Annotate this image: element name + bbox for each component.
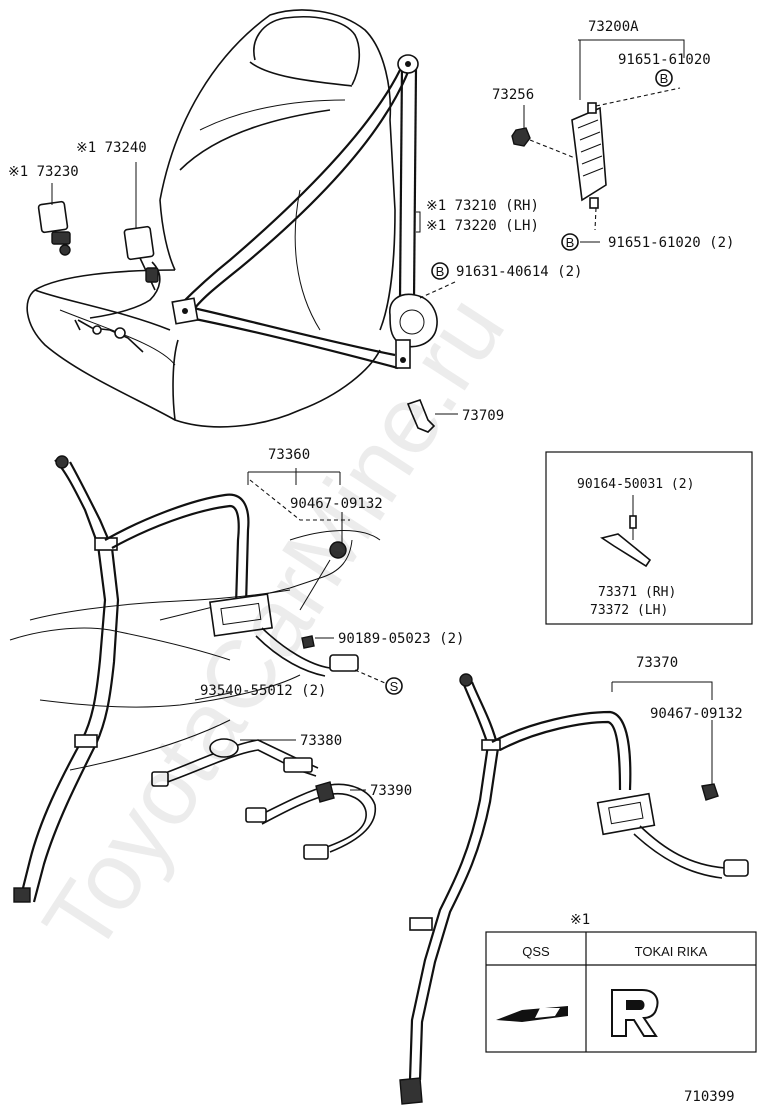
label-73709: 73709 <box>462 408 504 424</box>
label-73372: 73372 (LH) <box>590 603 668 618</box>
rear-belt-73370-drawing <box>399 673 749 1105</box>
label-73370: 73370 <box>636 655 678 671</box>
diagram-code: 710399 <box>684 1089 735 1105</box>
label-73371: 73371 (RH) <box>598 585 676 600</box>
label-73380: 73380 <box>300 733 342 749</box>
part-labels: 73200A 91651-61020 73256 ※1 73240 ※1 732… <box>8 19 743 1105</box>
label-90467-a: 90467-09132 <box>290 496 383 512</box>
label-73390: 73390 <box>370 783 412 799</box>
label-91631: 91631-40614 (2) <box>456 264 582 280</box>
label-73210: ※1 73210 (RH) <box>426 198 539 214</box>
shoulder-adjuster-drawing: B B B <box>416 39 685 299</box>
b-symbol-bottom: B <box>566 235 575 250</box>
maker-table <box>485 931 757 1053</box>
tokai-rika-logo <box>611 989 659 1037</box>
label-90467-b: 90467-09132 <box>650 706 743 722</box>
leader-lines <box>51 105 713 791</box>
s-symbol: S <box>390 679 399 694</box>
watermark: ToyotaCarMine.ru <box>23 278 525 972</box>
b-symbol-top: B <box>660 71 669 86</box>
qss-logo <box>496 1006 568 1022</box>
label-91651-top: 91651-61020 <box>618 52 711 68</box>
label-note-1: ※1 <box>570 912 590 928</box>
bolt-73709-drawing <box>406 399 458 433</box>
label-73360: 73360 <box>268 447 310 463</box>
label-91651-bottom: 91651-61020 (2) <box>608 235 734 251</box>
label-73256: 73256 <box>492 87 534 103</box>
b-symbol-retractor: B <box>436 264 445 279</box>
label-93540: 93540-55012 (2) <box>200 683 326 699</box>
label-90189: 90189-05023 (2) <box>338 631 464 647</box>
maker-col-qss: QSS <box>522 944 550 959</box>
label-73220: ※1 73220 (LH) <box>426 218 539 234</box>
front-seat-drawing <box>26 9 438 428</box>
label-90164: 90164-50031 (2) <box>577 477 694 492</box>
inset-box-73371 <box>545 451 753 625</box>
label-73240: ※1 73240 <box>76 140 147 156</box>
label-73230: ※1 73230 <box>8 164 79 180</box>
label-73200A: 73200A <box>588 19 639 35</box>
maker-col-tokai-rika: TOKAI RIKA <box>635 944 708 959</box>
rear-seat-drawing: S <box>9 455 403 903</box>
